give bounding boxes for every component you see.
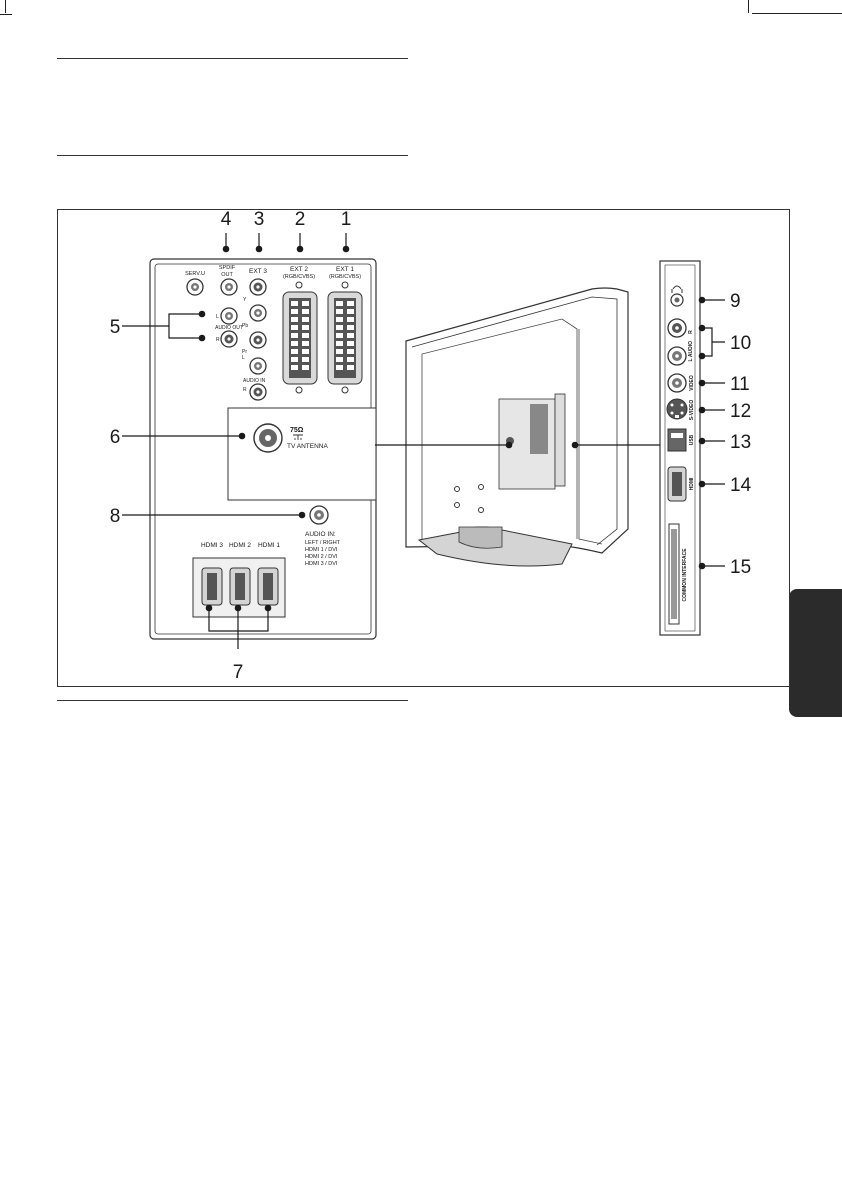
section-rule (57, 155, 408, 156)
ext3-label: EXT 3 (249, 268, 267, 275)
pr-label: Pr (242, 349, 247, 355)
pb-label: Pb (242, 323, 248, 329)
ext3-y-jack (249, 278, 267, 296)
connector-diagram: 75Ω TV ANTENNA (57, 209, 790, 687)
hdmi3-connector (201, 567, 223, 606)
callout-8: 8 (110, 506, 121, 527)
callout-9: 9 (730, 291, 741, 312)
ext3-pr-jack (249, 331, 267, 349)
hdmi1-connector (257, 567, 279, 606)
audio-in-line-3: HDMI 2 / DVI (305, 554, 338, 560)
spdif-label: SPDIF (219, 265, 236, 271)
headphones-icon (671, 285, 683, 293)
crop-mark (752, 13, 842, 14)
rear-connector-panel: 75Ω TV ANTENNA (149, 258, 377, 640)
callout-1: 1 (341, 209, 352, 230)
ext1-label: EXT 1 (336, 266, 354, 273)
crop-mark (748, 0, 749, 13)
side-hdmi-connector (667, 466, 687, 502)
audio-out-l-jack (220, 307, 238, 325)
callout-13: 13 (730, 432, 751, 453)
callout-4: 4 (221, 209, 232, 230)
callout-6: 6 (110, 427, 121, 448)
common-interface-slot (668, 523, 680, 625)
language-tab (789, 589, 842, 717)
callout-5: 5 (110, 317, 121, 338)
audio-out-l-label: L (216, 314, 219, 320)
ohm-label: 75Ω (290, 427, 304, 434)
side-audio-r-jack (667, 318, 687, 338)
ext1-scart-connector (327, 281, 363, 394)
section-rule (57, 58, 408, 59)
side-connector-panel: AUDIO R L VIDEO S-VIDEO USB HDMI COMMON … (659, 260, 701, 636)
side-svideo-jack (666, 398, 688, 420)
tv-antenna-label: TV ANTENNA (287, 443, 328, 450)
crop-mark (5, 0, 6, 13)
callout-12: 12 (730, 401, 751, 422)
side-usb-label: USB (689, 434, 695, 445)
side-audio-label: AUDIO (688, 341, 694, 357)
audio-in-label: AUDIO IN (243, 378, 266, 384)
side-audio-l-label: L (688, 358, 694, 361)
audio-in-line-2: HDMI 1 / DVI (305, 547, 338, 553)
side-usb-port (667, 428, 687, 452)
side-audio-r-label: R (688, 330, 694, 334)
audio-in-hdmi-label: AUDIO IN: (305, 531, 336, 538)
leader-dots (198, 245, 706, 612)
spdif-out-jack (220, 278, 238, 296)
y-label: Y (243, 297, 247, 303)
side-video-label: VIDEO (689, 375, 695, 391)
tv-antenna-connector (253, 423, 283, 453)
audio-out-label: AUDIO OUT (215, 325, 243, 331)
side-video-jack (667, 373, 687, 393)
hdmi3-label: HDMI 3 (201, 542, 223, 549)
ext2-sub-label: (RGB/CVBS) (283, 274, 315, 280)
hdmi2-connector (229, 567, 251, 606)
side-svideo-label: S-VIDEO (689, 400, 695, 421)
serv-u-connector (186, 278, 204, 296)
audio-out-r-jack (220, 330, 238, 348)
ext3-audio-in-l-jack (249, 357, 267, 375)
callout-10: 10 (730, 333, 751, 354)
callout-11: 11 (730, 374, 750, 395)
section-rule (57, 700, 408, 701)
hdmi2-label: HDMI 2 (229, 542, 251, 549)
serv-u-label: SERV.U (185, 271, 205, 277)
callout-3: 3 (254, 209, 265, 230)
crop-mark (0, 14, 12, 15)
hdmi1-label: HDMI 1 (258, 542, 280, 549)
ext3-pb-jack (249, 304, 267, 322)
audio-in-l-label: L (242, 355, 245, 361)
callout-15: 15 (730, 557, 751, 578)
audio-out-r-label: R (216, 337, 220, 343)
audio-in-line-1: LEFT / RIGHT (305, 540, 341, 546)
side-hdmi-label: HDMI (689, 477, 695, 490)
side-audio-l-jack (667, 346, 687, 366)
ext2-scart-connector (282, 281, 318, 394)
callout-2: 2 (295, 209, 306, 230)
ext2-label: EXT 2 (290, 266, 308, 273)
ext3-audio-in-r-jack (249, 383, 267, 401)
audio-in-hdmi-jack (309, 505, 329, 525)
callout-14: 14 (730, 475, 752, 496)
audio-in-line-4: HDMI 3 / DVI (305, 561, 338, 567)
side-common-interface-label: COMMON INTERFACE (682, 548, 688, 602)
leader-lines (122, 233, 725, 649)
headphone-jack (670, 293, 684, 307)
spdif-out-label: OUT (221, 272, 233, 278)
callout-7: 7 (233, 662, 244, 683)
antenna-symbol-icon (293, 434, 303, 440)
ext1-sub-label: (RGB/CVBS) (329, 274, 361, 280)
audio-in-r-label: R (243, 387, 247, 393)
